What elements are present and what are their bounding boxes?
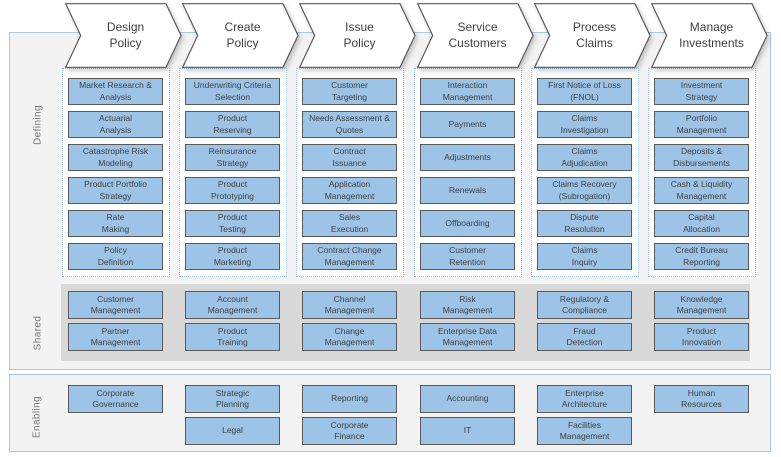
capability-box: Enterprise Data Management	[420, 323, 515, 351]
capability-box: IT	[420, 417, 515, 445]
capability-box: Policy Definition	[68, 243, 163, 270]
capability-box: First Notice of Loss (FNOL)	[537, 78, 632, 105]
row-label-enabling: Enabling	[31, 395, 43, 439]
capability-box: Fraud Detection	[537, 323, 632, 351]
capability-box: Adjustments	[420, 144, 515, 171]
capability-box: Regulatory & Compliance	[537, 291, 632, 319]
capability-box: Customer Management	[68, 291, 163, 319]
capability-box: Strategic Planning	[185, 385, 280, 413]
chevron-label: Manage Investments	[679, 19, 744, 50]
capability-box: Product Marketing	[185, 243, 280, 270]
capability-box: Application Management	[302, 177, 397, 204]
chevron-arrow-shape	[65, 3, 182, 68]
capability-box: Credit Bureau Reporting	[654, 243, 749, 270]
capability-box: Change Management	[302, 323, 397, 351]
capability-box: Knowledge Management	[654, 291, 749, 319]
capability-box: Product Training	[185, 323, 280, 351]
process-chevron: Manage Investments	[651, 3, 768, 68]
process-chevron: Design Policy	[65, 3, 182, 68]
capability-box: Customer Retention	[420, 243, 515, 270]
capability-box: Corporate Finance	[302, 417, 397, 445]
capability-box: Claims Investigation	[537, 111, 632, 138]
capability-box: Claims Recovery (Subrogation)	[537, 177, 632, 204]
capability-box: Facilities Management	[537, 417, 632, 445]
capability-box: Product Prototyping	[185, 177, 280, 204]
process-chevron: Process Claims	[534, 3, 651, 68]
row-label-shared: Shared	[32, 315, 44, 351]
capability-box: Product Portfolio Strategy	[68, 177, 163, 204]
chevron-label: Service Customers	[448, 19, 507, 50]
chevron-label: Process Claims	[572, 19, 617, 50]
process-chevron: Issue Policy	[299, 3, 416, 68]
capability-box: Rate Making	[68, 210, 163, 237]
capability-box: Interaction Management	[420, 78, 515, 105]
chevron-arrow-shape	[534, 3, 651, 68]
capability-box: Contract Change Management	[302, 243, 397, 270]
capability-box: Contract Issuance	[302, 144, 397, 171]
chevron-label: Issue Policy	[343, 19, 376, 50]
capability-box: Payments	[420, 111, 515, 138]
capability-box: Offboarding	[420, 210, 515, 237]
capability-box: Claims Inquiry	[537, 243, 632, 270]
chevron-arrow-shape	[299, 3, 416, 68]
capability-box: Human Resources	[654, 385, 749, 413]
capability-box: Capital Allocation	[654, 210, 749, 237]
capability-box: Portfolio Management	[654, 111, 749, 138]
capability-box: Catastrophe Risk Modeling	[68, 144, 163, 171]
capability-box: Cash & Liquidity Management	[654, 177, 749, 204]
capability-box: Reinsurance Strategy	[185, 144, 280, 171]
chevron-arrow-shape	[651, 3, 768, 68]
chevron-label: Create Policy	[224, 19, 261, 50]
capability-box: Actuarial Analysis	[68, 111, 163, 138]
capability-box: Needs Assessment & Quotes	[302, 111, 397, 138]
capability-box: Risk Management	[420, 291, 515, 319]
capability-box: Channel Management	[302, 291, 397, 319]
capability-box: Market Research & Analysis	[68, 78, 163, 105]
chevron-arrow-shape	[417, 3, 534, 68]
capability-box: Renewals	[420, 177, 515, 204]
row-label-defining: Defining	[32, 105, 44, 145]
capability-box: Enterprise Architecture	[537, 385, 632, 413]
capability-box: Accounting	[420, 385, 515, 413]
capability-box: Corporate Governance	[68, 385, 163, 413]
capability-box: Claims Adjudication	[537, 144, 632, 171]
capability-box: Partner Management	[68, 323, 163, 351]
capability-box: Deposits & Disbursements	[654, 144, 749, 171]
shared-band	[61, 284, 750, 361]
capability-box: Underwriting Criteria Selection	[185, 78, 280, 105]
process-chevron: Create Policy	[182, 3, 299, 68]
chevron-label: Design Policy	[106, 19, 145, 50]
capability-box: Reporting	[302, 385, 397, 413]
process-chevron: Service Customers	[417, 3, 534, 68]
capability-box: Dispute Resolution	[537, 210, 632, 237]
capability-box: Legal	[185, 417, 280, 445]
capability-box: Sales Execution	[302, 210, 397, 237]
chevron-arrow-shape	[182, 3, 299, 68]
capability-box: Customer Targeting	[302, 78, 397, 105]
capability-box: Product Testing	[185, 210, 280, 237]
capability-box: Product Reserving	[185, 111, 280, 138]
capability-box: Product Innovation	[654, 323, 749, 351]
capability-box: Account Management	[185, 291, 280, 319]
capability-box: Investment Strategy	[654, 78, 749, 105]
